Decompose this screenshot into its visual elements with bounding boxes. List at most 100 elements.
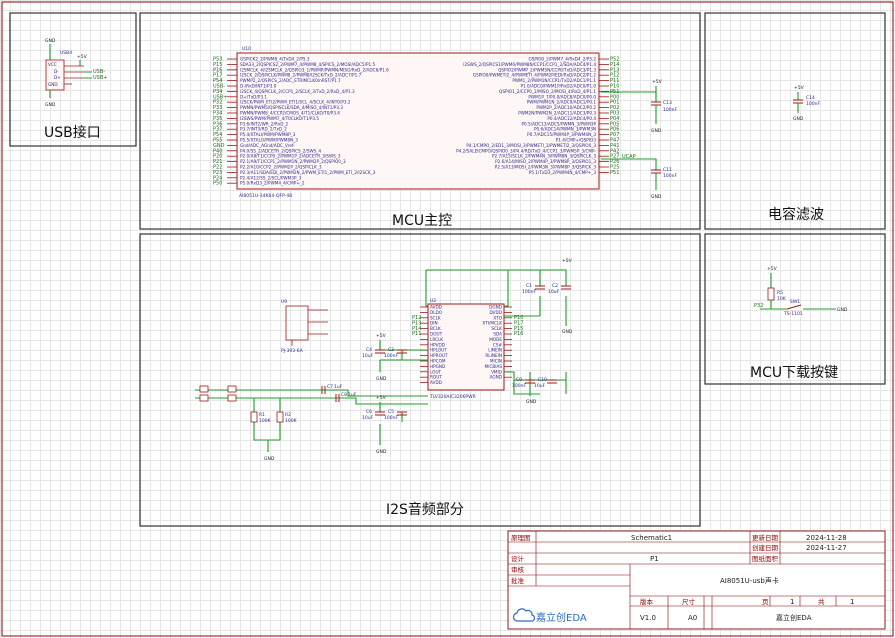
passive-val: 10uF <box>362 353 374 359</box>
usb-5v: +5V <box>77 54 88 60</box>
r5-ref: R5 <box>777 290 783 296</box>
c11-val: 100nF <box>663 173 677 179</box>
mcu-right-pin-label: GSPIO0_2/PWM7_4/RxD4_2/P5.2 <box>528 57 596 62</box>
i2s-block-frame <box>139 233 701 527</box>
mcu-body <box>236 52 600 190</box>
passive-ref: R1 <box>259 412 265 418</box>
sw1-val: TS-1101 <box>783 311 803 317</box>
mcu-right-net: P11 <box>610 78 619 84</box>
usb-body <box>45 59 65 91</box>
mcu-right-pin-label: P1.0/ADC0/PWM1P/RxD2/ADC0/P1.0 <box>520 84 596 89</box>
c13-val: 100nF <box>663 107 677 113</box>
mcu-left-pin-label: D-/RxD/INT1/P3.0 <box>240 84 277 89</box>
mcu-right-pin-label: P0.5/ADC13/ADC5/PWMN_3/PWM3P <box>522 121 597 126</box>
tb-company: 嘉立创EDA <box>776 613 812 622</box>
codec-right-pin-label: XTI/MCLK <box>482 321 502 326</box>
mcu-left-net: P40 <box>213 148 222 154</box>
mcu-left-pin-label: P2.0/A8/T1/CCP0_2/PWM1P_2/ADCETR_3/SWS_3 <box>240 154 341 159</box>
mcu-left-net: P35 <box>213 116 222 122</box>
codec-left-pin-label: HPCOM <box>430 359 446 364</box>
tb-logo-text: 嘉立创EDA <box>536 611 587 624</box>
mcu-left-pin-label: I2SCK_4/QSPICLK_2/CCP1_2/SCLK_3/TxD_2/Rx… <box>240 89 355 94</box>
mcu-right-pin-label: P5.1/TxD3_2/PWM4N_4/CMP+_3 <box>529 170 597 175</box>
tb-version: V1.0 <box>640 614 656 622</box>
mcu-left-net: P33 <box>213 105 222 111</box>
codec-left-pins: AVDDDLDOSCLKDINBCLKDOUTLRCLKHPVDDHPLOUTH… <box>420 305 448 385</box>
cloud-icon <box>512 608 536 622</box>
passive-val: 10uF <box>362 415 374 421</box>
mcu-block-title: MCU主控 <box>392 213 452 229</box>
key-gnd: GND <box>837 307 848 313</box>
c13-gnd: GND <box>651 128 662 134</box>
tb-label-approve: 批准 <box>511 576 525 585</box>
mcu-left-net: P32 <box>213 100 222 106</box>
passive-val: 100nF <box>384 415 398 421</box>
mcu-left-net: P15 <box>213 62 222 68</box>
codec-right-pin-label: SDA <box>493 332 502 337</box>
i2s-power-wires <box>426 269 567 326</box>
passive-val: 100nF <box>512 383 526 389</box>
mcu-right-pin-label: QSPIO2/PWMP_2/PWM5N/CCP0/TxD/ADC3/P1.3 <box>498 67 596 72</box>
i2s-5v-mid: +5V <box>376 333 387 339</box>
key-block-title: MCU下载按键 <box>750 365 838 381</box>
mcu-right-pin-label: P1.4/CMP+/QSPIO3 <box>556 138 597 143</box>
mcu-left-net: P54 <box>213 78 222 84</box>
i2s-5v-bot: +5V <box>376 395 387 401</box>
download-key: +5V R5 10K P32 SW1 TS-1101 GND <box>754 266 848 317</box>
mcu-left-pin-label: D+/TxD/P3.1 <box>240 94 267 99</box>
mcu-left-pin-label: P5.5/XTALO/PWM/PWM8N_3 <box>240 138 298 143</box>
mcu-left-pin-label: P2.1/A9/T1/CCP1_2/PWM1N_2/PWM2P_2/QSPIO0… <box>240 159 346 164</box>
mcu-right-net: P51 <box>610 170 619 176</box>
mcu-right-net: P41 <box>610 143 619 149</box>
mcu-left-pin-label: I2SCK_2/QSPICLK/PWM8_2/PWM8/I2SCK/TxD_2/… <box>240 73 362 78</box>
passive-val: 10uF <box>534 383 546 389</box>
mcu-block-frame <box>139 12 701 230</box>
ucap-net: UCAP <box>622 154 636 160</box>
tb-size: A0 <box>688 614 697 622</box>
mcu-left-net: P50 <box>213 181 222 187</box>
mcu-left-pin-label: P5.0/RxD3_2/PWM4_4/CMP+_2 <box>240 181 305 186</box>
usb-net-dm: USB- <box>93 69 105 75</box>
key-vcc: +5V <box>767 266 778 272</box>
r5-val: 10K <box>777 296 787 302</box>
mcu-left-pin-label: P2.4/A12/SS_2/SCL/PWM3P_3 <box>240 175 302 180</box>
tb-page: P1 <box>650 555 659 563</box>
codec-right-pin-label: LINEIN <box>488 348 502 353</box>
usb-pin-dp: D+ <box>54 75 61 80</box>
mcu-right-pin-label: P0.4/ADC12/ADC4/P0.4 <box>547 116 596 121</box>
codec-right-pin-label: XTO <box>493 315 502 320</box>
tb-schematic-name: Schematic1 <box>631 534 672 542</box>
codec-right-pin-label: MICIN <box>490 359 502 364</box>
passive-ref: C10 <box>538 377 547 383</box>
mcu-right-net: P14 <box>610 62 619 68</box>
tb-label-design: 设计 <box>511 554 525 563</box>
mcu-right-net: P06 <box>610 127 619 133</box>
i2s-codec: U2 TLV320AIC3206PWR AVDDDLDOSCLKDINBCLKD… <box>420 298 512 400</box>
mcu-left-pin-label: P5.4/XTALI/PWM/PWM8P_3 <box>240 132 296 137</box>
codec-right-net: P16 <box>514 331 523 337</box>
passive-ref: C3 <box>388 347 394 353</box>
codec-left-pin-label: SCLK <box>430 315 441 320</box>
c14-gnd: GND <box>793 116 804 122</box>
usb-gnd-top: GND <box>45 38 56 44</box>
tb-pcb-label: 图纸面积 <box>752 554 779 563</box>
i2s-passives: C1100nFC210uFC3100nFC410uFC5100nFC610uFC… <box>199 283 571 424</box>
tb-total: 1 <box>850 598 854 606</box>
c14-ref: C14 <box>806 95 815 101</box>
codec-right-net: P15 <box>514 326 523 332</box>
codec-left-pin-label: DOUT <box>430 332 443 337</box>
i2s-gnd-top: GND <box>562 329 573 335</box>
tb-project: AI8051U-usb声卡 <box>720 576 779 585</box>
tb-update-date: 2024-11-28 <box>806 534 847 542</box>
codec-ref: U2 <box>430 298 436 304</box>
mcu-right-net: P13 <box>610 67 619 73</box>
